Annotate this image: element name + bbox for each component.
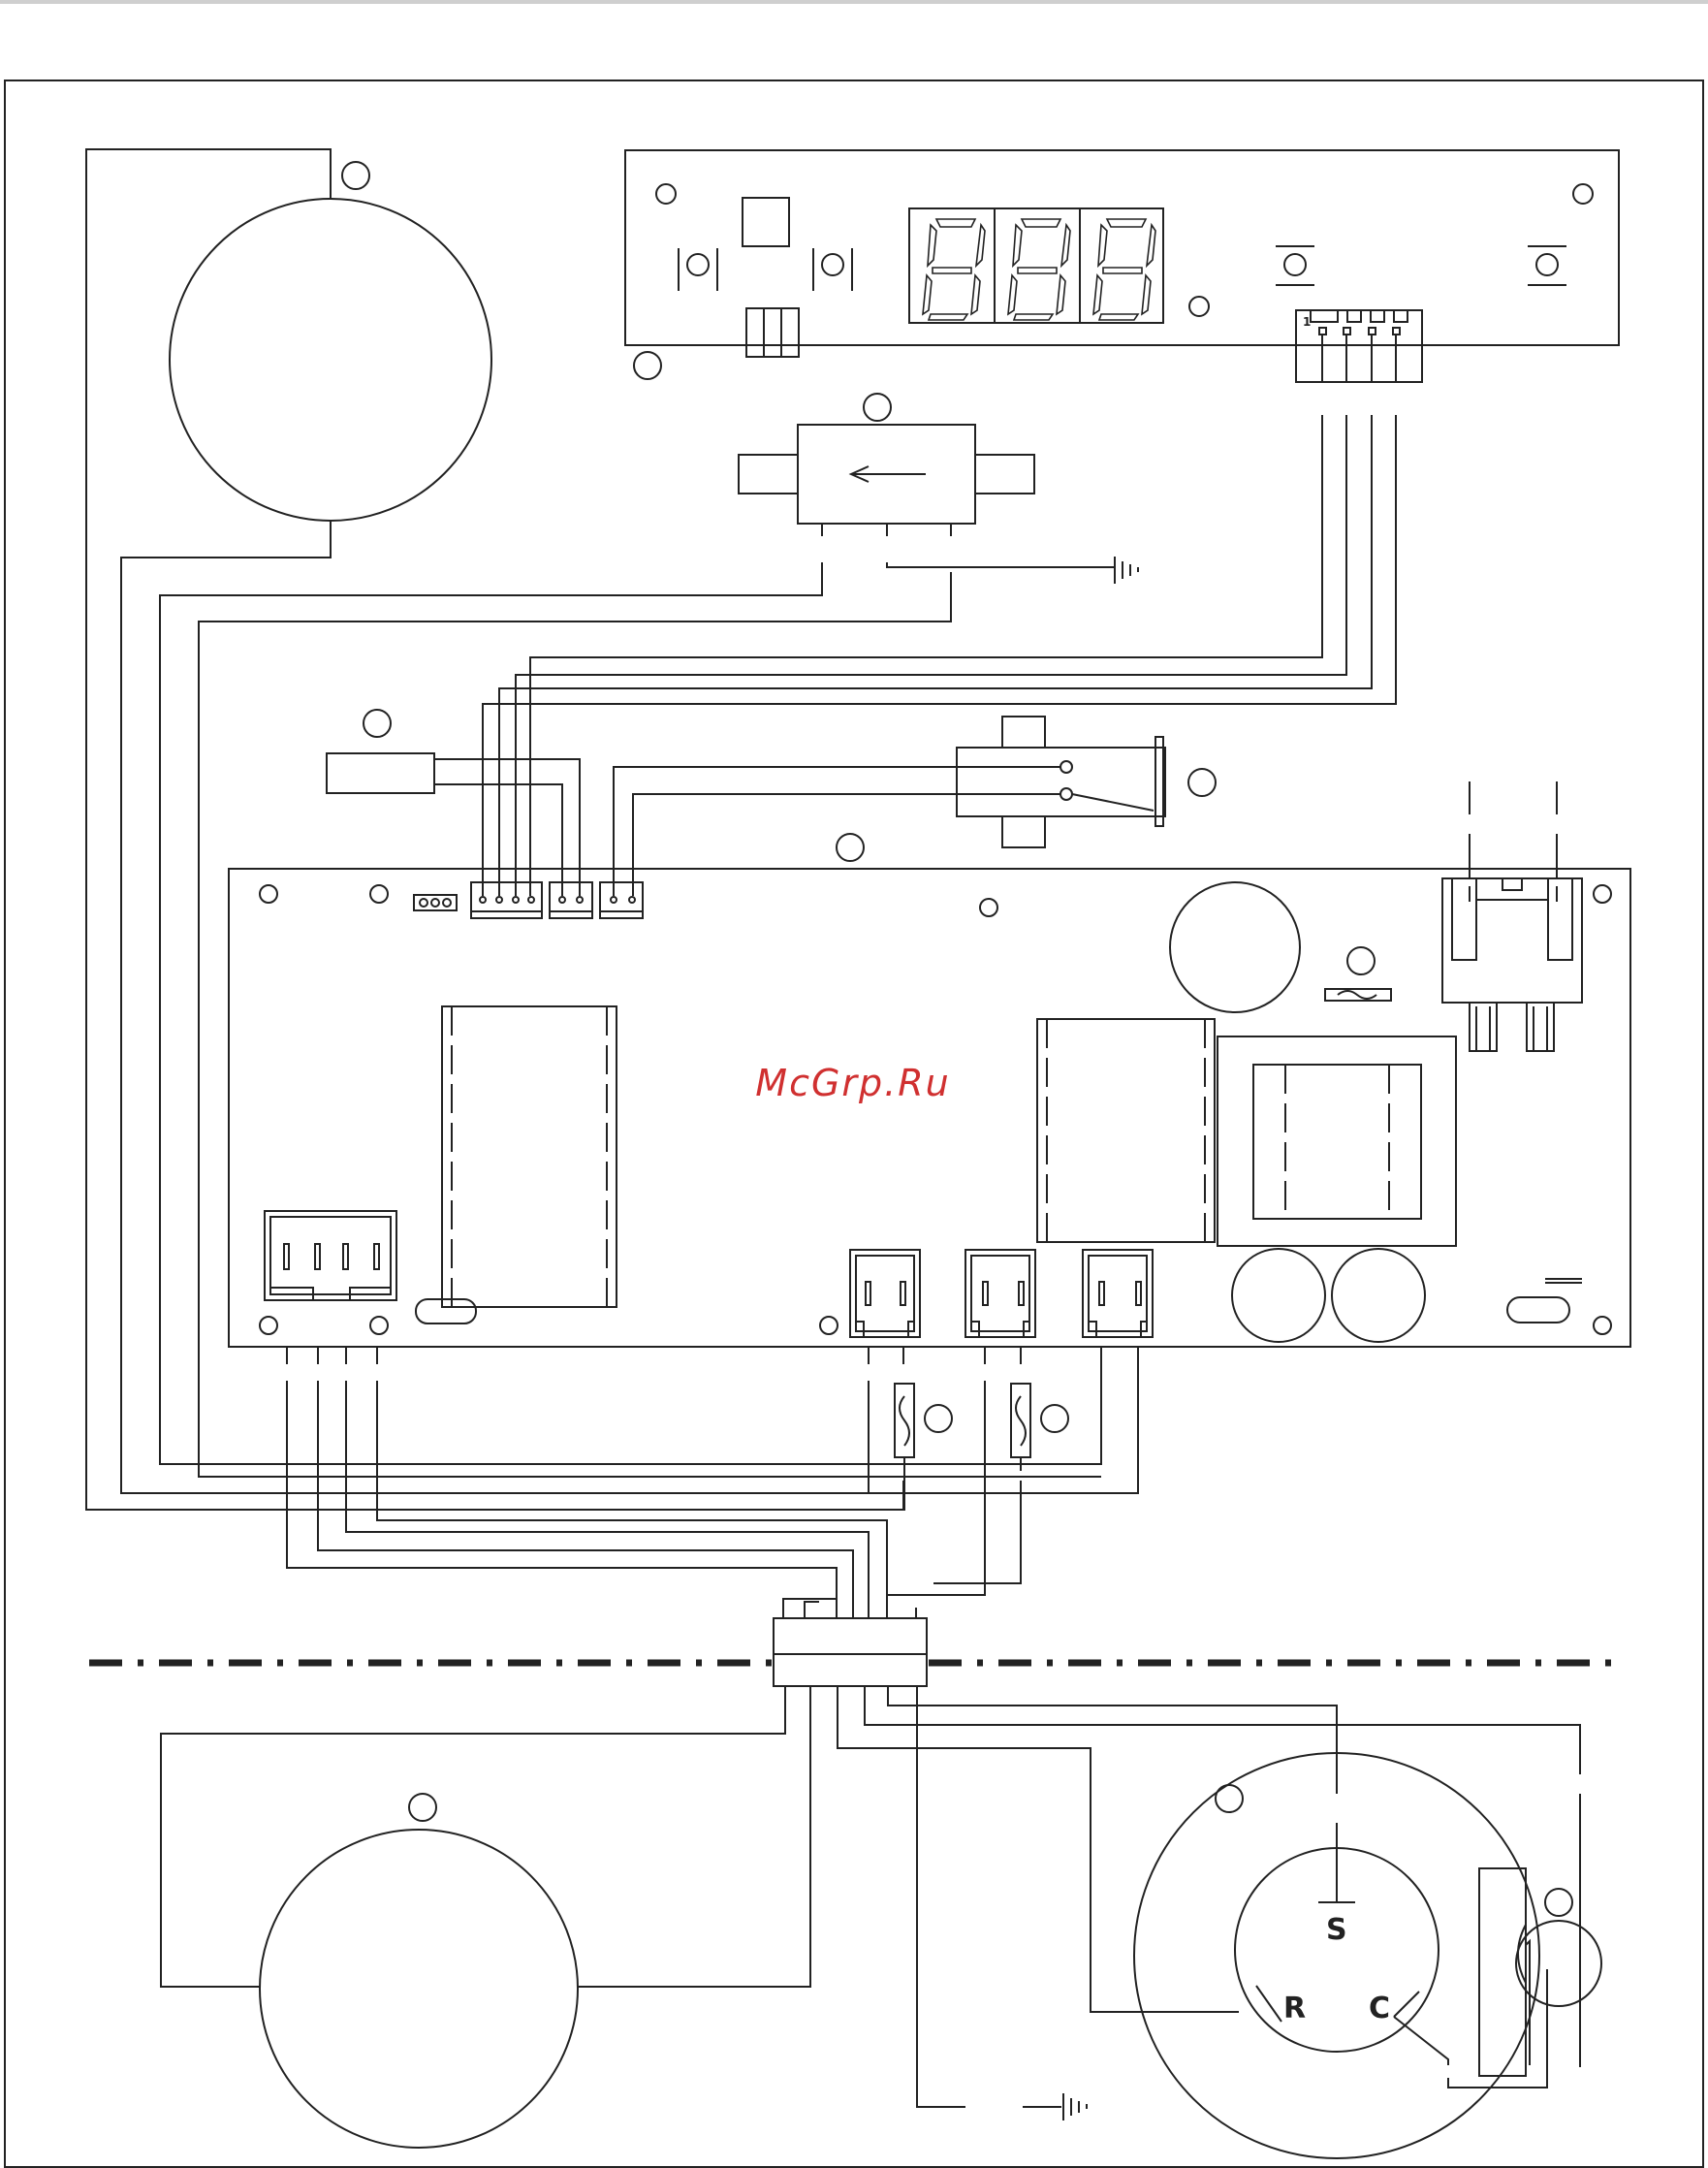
fuse-1	[895, 1384, 952, 1457]
button-left-1[interactable]	[679, 248, 717, 291]
terminal-r-label: R	[1283, 1992, 1306, 2025]
pin-one-label: 1	[1303, 315, 1311, 329]
terminal-s-label: S	[1326, 1913, 1347, 1947]
outer-frame	[5, 80, 1703, 2167]
button-right-2[interactable]	[1528, 246, 1566, 285]
solenoid-valve	[160, 394, 1138, 1477]
display-wires	[483, 415, 1396, 834]
fuse-2	[1011, 1384, 1068, 1457]
harness-connector	[774, 1608, 927, 1686]
seven-segment-display	[909, 208, 1163, 323]
compressor	[1134, 1753, 1601, 2158]
fan-motor-top	[86, 149, 1138, 1510]
lower-wiring	[161, 1686, 1580, 2120]
display-board	[625, 150, 1619, 379]
output-connector-2	[965, 1250, 1035, 1337]
button-right-1[interactable]	[1276, 246, 1314, 285]
condenser-fan-motor	[260, 1794, 578, 2148]
top-rule	[0, 0, 1708, 4]
button-left-2[interactable]	[813, 248, 852, 291]
temperature-sensor	[327, 710, 580, 834]
watermark-text: McGrp.Ru	[679, 1062, 1028, 1104]
mains-input-lines	[1470, 781, 1557, 902]
terminal-c-label: C	[1369, 1992, 1390, 2025]
output-connector-3	[1083, 1250, 1153, 1337]
door-switch	[614, 717, 1216, 861]
output-connector-1	[850, 1250, 920, 1337]
